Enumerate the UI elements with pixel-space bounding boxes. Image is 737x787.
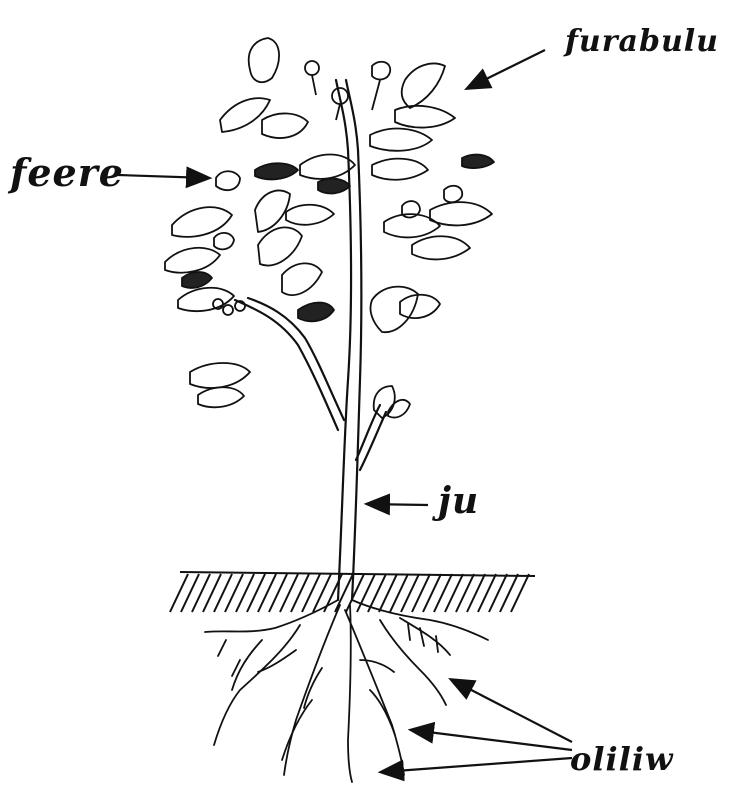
hatch-stroke [456,574,474,612]
hatch-stroke [379,574,397,612]
hatch-stroke [258,574,276,612]
hatch-stroke [489,574,507,612]
hatch-stroke [390,574,408,612]
hatch-stroke [302,574,320,612]
arrow-ju [368,504,428,505]
hatch-stroke [346,574,364,612]
hatch-stroke [170,574,188,612]
hatch-stroke [236,574,254,612]
leaves [165,38,494,418]
label-leaf: feere [10,150,124,195]
hatch-stroke [192,574,210,612]
hatch-stroke [511,574,529,612]
arrow-oliliw-3 [382,758,572,772]
hatch-stroke [225,574,243,612]
arrow-oliliw-2 [412,730,572,750]
hatch-stroke [247,574,265,612]
hatch-stroke [434,574,452,612]
label-roots: oliliw [570,740,674,778]
hatch-stroke [291,574,309,612]
hatch-stroke [412,574,430,612]
arrow-furabulu [468,50,545,88]
pointer-arrows [118,50,572,772]
hatch-stroke [313,574,331,612]
hatch-stroke [500,574,518,612]
hatch-stroke [445,574,463,612]
label-flower: furabulu [565,24,719,59]
arrow-oliliw-1 [452,680,572,742]
hatch-stroke [280,574,298,612]
hatch-stroke [401,574,419,612]
label-stem: ju [438,480,479,522]
hatch-stroke [467,574,485,612]
roots [205,600,488,782]
hatch-stroke [269,574,287,612]
hatch-stroke [181,574,199,612]
hatch-stroke [423,574,441,612]
hatch-stroke [203,574,221,612]
arrow-feere [118,175,208,178]
hatch-stroke [214,574,232,612]
hatch-stroke [478,574,496,612]
